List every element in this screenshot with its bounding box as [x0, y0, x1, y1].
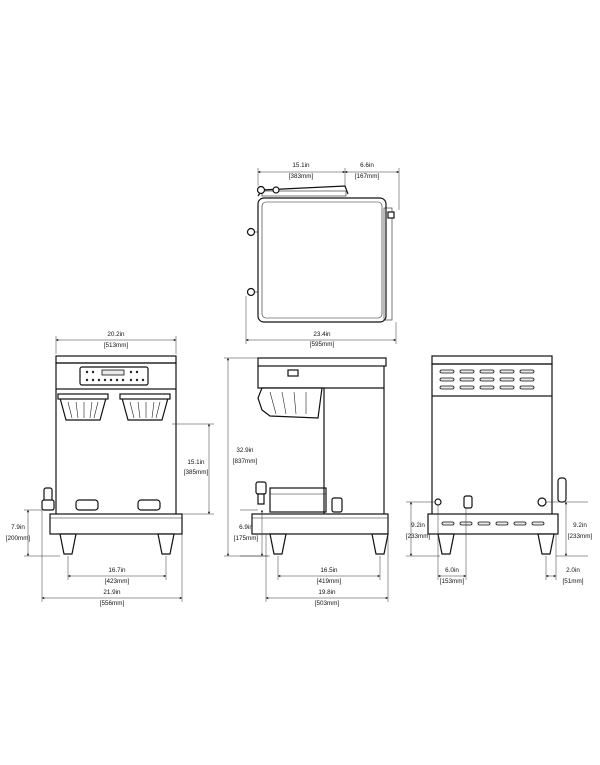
rear-right-offset-mm: [51mm]	[563, 578, 584, 585]
rear-view: 9.2in [233mm] 9.2in [233mm] 6.0in [153mm…	[406, 355, 593, 585]
rear-right-height-inch: 9.2in	[573, 522, 587, 529]
top-depth-b-mm: [167mm]	[355, 173, 380, 180]
front-top-width-mm: [513mm]	[104, 342, 129, 349]
top-depth-b-inch: 6.6in	[360, 162, 374, 169]
side-faucet-height-inch: 6.9in	[239, 524, 253, 531]
rear-left-height-inch: 9.2in	[411, 522, 425, 529]
front-view: 20.2in [513mm] 15.1in [385mm] 7.9in [200…	[6, 331, 214, 607]
rear-right-offset-inch: 2.0in	[566, 567, 580, 574]
top-view: 15.1in [383mm] 6.6in [167mm] 23.4in [595…	[245, 162, 400, 348]
front-faucet-height-mm: [200mm]	[6, 535, 31, 542]
side-overall-depth-mm: [503mm]	[315, 600, 340, 607]
front-clearance-inch: 15.1in	[187, 459, 205, 466]
top-depth-a-mm: [383mm]	[289, 173, 314, 180]
side-height-mm: [837mm]	[233, 458, 258, 465]
front-clearance-mm: [385mm]	[184, 469, 209, 476]
rear-inlet-offset-inch: 6.0in	[445, 567, 459, 574]
top-width-inch: 23.4in	[313, 331, 331, 338]
side-legs-depth-inch: 16.5in	[320, 567, 338, 574]
front-overall-width-inch: 21.9in	[103, 589, 121, 596]
top-width-mm: [595mm]	[310, 341, 335, 348]
side-overall-depth-inch: 19.8in	[318, 589, 336, 596]
top-depth-a-inch: 15.1in	[292, 162, 310, 169]
rear-inlet-offset-mm: [153mm]	[440, 578, 465, 585]
front-overall-width-mm: [556mm]	[100, 600, 125, 607]
side-legs-depth-mm: [419mm]	[317, 578, 342, 585]
side-view: 32.9in [837mm] 6.9in [175mm] 16.5in [419…	[224, 357, 389, 607]
front-top-width-inch: 20.2in	[107, 331, 125, 338]
front-legs-width-mm: [423mm]	[105, 578, 130, 585]
side-faucet-height-mm: [175mm]	[234, 535, 259, 542]
side-height-inch: 32.9in	[236, 447, 254, 454]
front-legs-width-inch: 16.7in	[108, 567, 126, 574]
front-faucet-height-inch: 7.9in	[11, 524, 25, 531]
rear-left-height-mm: [233mm]	[406, 533, 431, 540]
rear-right-height-mm: [233mm]	[568, 533, 593, 540]
